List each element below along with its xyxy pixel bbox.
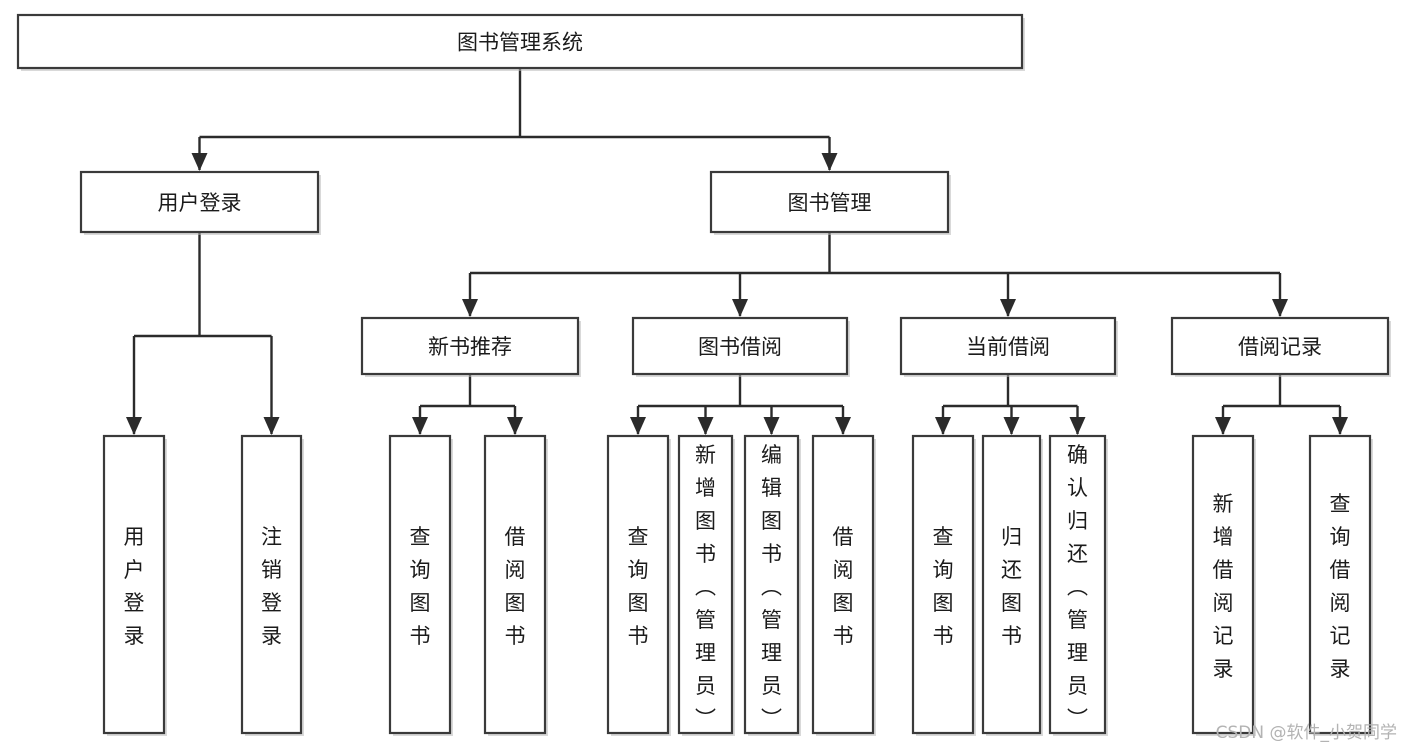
node-leaf-user-login[interactable]: 用户登录 [102,434,167,736]
arrow-head-icon [1215,417,1231,435]
node-label: 查询图书 [410,525,431,648]
node-label: 借阅图书 [505,525,526,648]
node-book-management[interactable]: 图书管理 [709,170,951,235]
node-label: 新增借阅记录 [1213,492,1234,681]
node-leaf-return-book[interactable]: 归还图书 [981,434,1043,736]
arrow-head-icon [263,417,280,435]
node-leaf-query-borrow-record[interactable]: 查询借阅记录 [1308,434,1373,736]
arrow-head-icon [507,417,523,435]
arrow-head-icon [835,417,851,435]
node-rect[interactable] [631,316,849,376]
arrow-head-icon [191,153,208,171]
node-rect[interactable] [1170,316,1390,376]
arrow-head-icon [1003,417,1020,435]
node-rect[interactable] [1191,434,1255,735]
node-rect[interactable] [743,434,800,735]
node-label: 查询图书 [628,525,649,648]
node-rect[interactable] [16,13,1024,70]
arrow-head-icon [630,417,646,435]
node-new-book-recommend[interactable]: 新书推荐 [360,316,581,377]
node-label: 归还图书 [1001,525,1022,648]
node-leaf-add-book[interactable]: 新增图书︵管理员︶ [677,434,735,736]
node-label: 当前借阅 [966,335,1050,359]
node-leaf-add-borrow-record[interactable]: 新增借阅记录 [1191,434,1256,736]
node-rect[interactable] [1048,434,1107,735]
node-rect[interactable] [240,434,303,735]
node-label: 查询借阅记录 [1330,492,1351,681]
node-leaf-borrow-book-1[interactable]: 借阅图书 [483,434,548,736]
node-label: 借阅图书 [833,525,854,648]
arrow-head-icon [732,299,748,317]
node-leaf-query-book-1[interactable]: 查询图书 [388,434,453,736]
node-leaf-logout[interactable]: 注销登录 [240,434,304,736]
node-label: 确认归还︵管理员︶ [1067,443,1088,731]
node-label: 注销登录 [261,525,282,648]
node-rect[interactable] [811,434,875,735]
node-label: 编辑图书︵管理员︶ [761,443,782,731]
node-book-borrow[interactable]: 图书借阅 [631,316,850,377]
arrow-head-icon [935,417,951,435]
node-rect[interactable] [677,434,734,735]
node-rect[interactable] [360,316,580,376]
node-label: 新增图书︵管理员︶ [695,443,716,731]
node-rect[interactable] [1308,434,1372,735]
arrow-head-icon [1069,417,1086,435]
arrow-head-icon [126,417,142,435]
node-current-borrow[interactable]: 当前借阅 [899,316,1118,377]
node-rect[interactable] [911,434,975,735]
arrow-head-icon [697,417,714,435]
csdn-watermark: CSDN @软件_小贺同学 [1215,723,1397,743]
arrow-head-icon [821,153,838,171]
node-leaf-confirm-return[interactable]: 确认归还︵管理员︶ [1048,434,1108,736]
node-label: 图书管理 [788,191,872,215]
node-rect[interactable] [388,434,452,735]
arrow-head-icon [1272,299,1288,317]
arrow-head-icon [1332,417,1348,435]
node-label: 新书推荐 [428,335,512,359]
node-undefined[interactable]: 图书管理系统 [16,13,1025,71]
node-label: 用户登录 [158,191,242,215]
arrow-head-icon [462,299,478,317]
node-rect[interactable] [102,434,166,735]
node-rect[interactable] [709,170,950,234]
nodes-layer: 图书管理系统用户登录图书管理新书推荐图书借阅当前借阅借阅记录用户登录注销登录查询… [16,13,1391,736]
node-rect[interactable] [483,434,547,735]
arrow-head-icon [412,417,428,435]
node-label: 查询图书 [933,525,954,648]
node-rect[interactable] [606,434,670,735]
arrow-head-icon [1000,299,1016,317]
node-leaf-edit-book[interactable]: 编辑图书︵管理员︶ [743,434,801,736]
connectors-layer [126,68,1348,435]
node-rect[interactable] [899,316,1117,376]
node-user-login[interactable]: 用户登录 [79,170,321,235]
arrow-head-icon [763,417,780,435]
node-label: 图书管理系统 [457,31,583,55]
node-label: 图书借阅 [698,335,782,359]
node-borrow-record[interactable]: 借阅记录 [1170,316,1391,377]
node-leaf-borrow-book-2[interactable]: 借阅图书 [811,434,876,736]
node-rect[interactable] [79,170,320,234]
node-leaf-query-book-2[interactable]: 查询图书 [606,434,671,736]
node-label: 借阅记录 [1238,335,1322,359]
node-rect[interactable] [981,434,1042,735]
node-leaf-query-book-3[interactable]: 查询图书 [911,434,976,736]
node-label: 用户登录 [124,525,145,648]
